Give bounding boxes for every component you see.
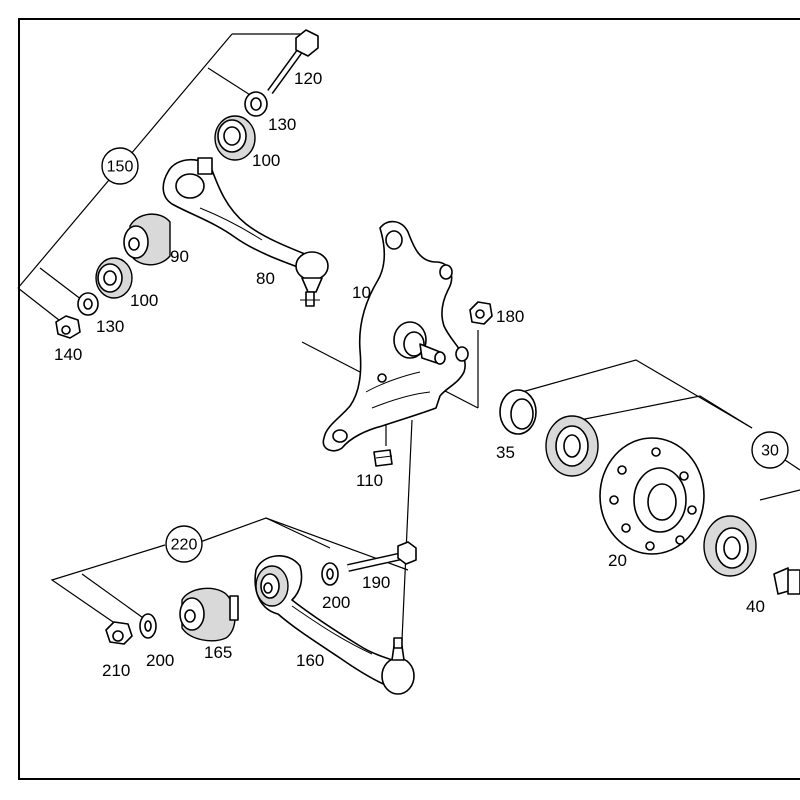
part-100-bushing-lower bbox=[95, 257, 133, 299]
callout-220-label: 220 bbox=[171, 537, 198, 554]
part-130-washer-lower bbox=[77, 292, 99, 316]
label-130-lower: 130 bbox=[96, 317, 124, 336]
label-35: 35 bbox=[496, 443, 515, 462]
leader-lines bbox=[17, 33, 800, 641]
part-80-upper-control-arm bbox=[162, 157, 329, 307]
label-200-right: 200 bbox=[322, 593, 350, 612]
part-10-steering-knuckle bbox=[322, 220, 469, 452]
label-200-left: 200 bbox=[146, 651, 174, 670]
label-190: 190 bbox=[362, 573, 390, 592]
part-120-bolt bbox=[267, 29, 319, 95]
part-40-clip bbox=[773, 567, 800, 595]
part-100-bushing-top bbox=[214, 115, 256, 161]
label-165: 165 bbox=[204, 643, 232, 662]
label-140: 140 bbox=[54, 345, 82, 364]
label-180: 180 bbox=[496, 307, 524, 326]
part-140-nut bbox=[55, 315, 81, 339]
part-35-seal bbox=[499, 389, 537, 435]
label-40: 40 bbox=[746, 597, 765, 616]
label-100-top: 100 bbox=[252, 151, 280, 170]
label-160: 160 bbox=[296, 651, 324, 670]
part-90-bushing bbox=[123, 213, 171, 266]
part-165-bushing bbox=[179, 587, 239, 642]
part-210-nut bbox=[105, 621, 133, 645]
label-120: 120 bbox=[294, 69, 322, 88]
label-100-lower: 100 bbox=[130, 291, 158, 310]
label-20: 20 bbox=[608, 551, 627, 570]
label-210: 210 bbox=[102, 661, 130, 680]
diagram-frame bbox=[18, 18, 800, 780]
part-190-bolt bbox=[347, 541, 417, 572]
label-110: 110 bbox=[356, 471, 383, 490]
part-labels: 120 130 100 90 80 100 130 140 10 180 110… bbox=[54, 69, 765, 680]
callout-30-label: 30 bbox=[761, 443, 779, 460]
callout-150: 150 bbox=[101, 147, 139, 185]
part-200-washer-left bbox=[139, 613, 157, 639]
callout-150-label: 150 bbox=[107, 159, 134, 176]
label-10: 10 bbox=[352, 283, 371, 302]
part-200-washer-right bbox=[321, 562, 339, 586]
label-80: 80 bbox=[256, 269, 275, 288]
label-90: 90 bbox=[170, 247, 189, 266]
callout-220: 220 bbox=[165, 525, 203, 563]
callout-30: 30 bbox=[751, 431, 789, 469]
part-180-nut bbox=[469, 301, 493, 325]
part-20-wheel-hub-bearings bbox=[545, 415, 757, 577]
label-130-top: 130 bbox=[268, 115, 296, 134]
part-130-washer-top bbox=[244, 91, 268, 117]
part-110-nut bbox=[373, 449, 393, 467]
part-160-lower-control-arm bbox=[254, 555, 415, 695]
